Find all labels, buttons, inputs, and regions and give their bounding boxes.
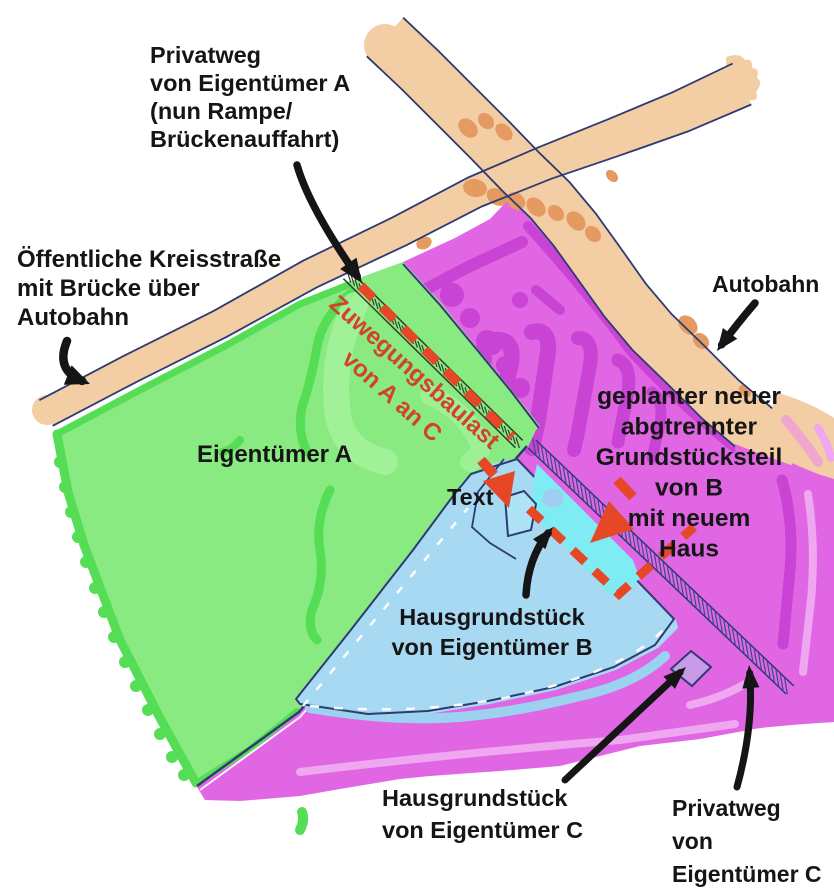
svg-text:Haus: Haus [659,536,719,563]
svg-text:von Eigentümer B: von Eigentümer B [391,634,592,660]
svg-text:Autobahn: Autobahn [712,271,819,297]
svg-text:Hausgrundstück: Hausgrundstück [399,604,585,630]
svg-text:geplanter neuer: geplanter neuer [597,383,781,410]
svg-text:Grundstücksteil: Grundstücksteil [596,444,783,471]
svg-text:von Eigentümer A: von Eigentümer A [150,70,350,96]
svg-text:mit Brücke über: mit Brücke über [17,275,200,302]
svg-text:Eigentümer C: Eigentümer C [672,861,822,887]
svg-text:abgtrennter: abgtrennter [621,414,758,441]
svg-text:Privatweg: Privatweg [150,42,261,68]
svg-text:Privatweg: Privatweg [672,795,781,821]
svg-text:Eigentümer A: Eigentümer A [197,441,352,468]
svg-text:mit neuem: mit neuem [628,505,751,532]
svg-text:von: von [672,828,713,854]
svg-text:Text: Text [447,484,494,510]
svg-text:Öffentliche Kreisstraße: Öffentliche Kreisstraße [17,246,281,273]
svg-text:von Eigentümer C: von Eigentümer C [382,817,583,843]
svg-text:Brückenauffahrt): Brückenauffahrt) [150,126,339,152]
svg-text:Autobahn: Autobahn [17,304,129,331]
svg-text:Hausgrundstück: Hausgrundstück [382,785,568,811]
svg-text:(nun Rampe/: (nun Rampe/ [150,98,293,124]
svg-text:von B: von B [655,475,723,502]
